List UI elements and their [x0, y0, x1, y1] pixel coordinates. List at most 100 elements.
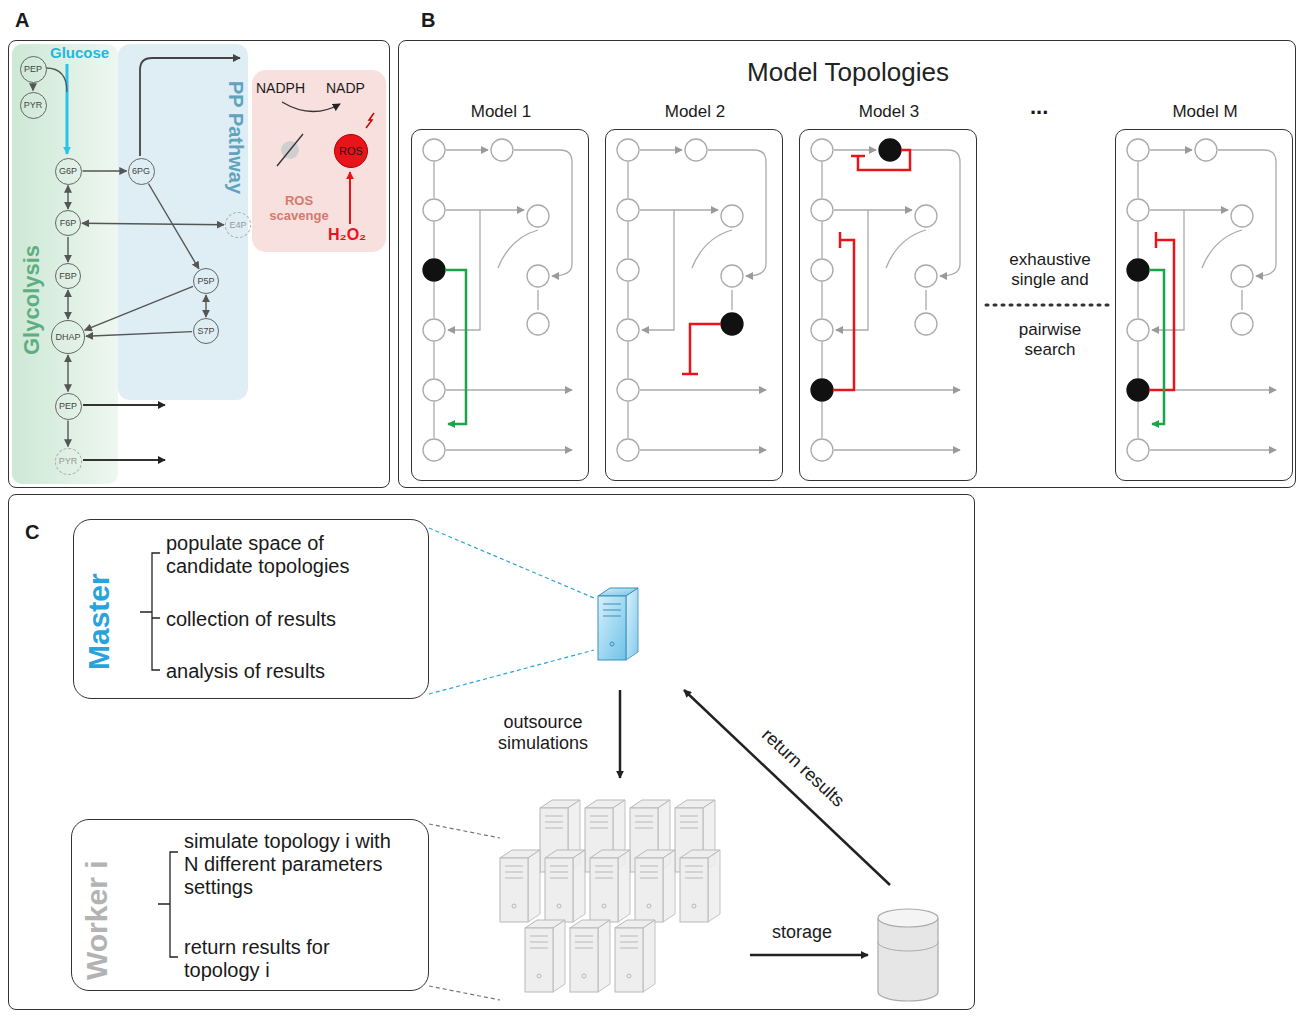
network-edge — [640, 209, 718, 210]
pathway-band: ROS scavengeROS — [253, 71, 387, 253]
server-slot — [505, 878, 523, 879]
storage-ring — [878, 942, 938, 951]
activation-edge — [1149, 270, 1164, 424]
server-light — [647, 904, 651, 908]
server-side — [573, 850, 585, 922]
network-edge — [446, 209, 524, 210]
network-edge — [1137, 162, 1138, 198]
server-light — [512, 904, 516, 908]
regulator-node — [423, 259, 445, 281]
role-box: Worker isimulate topology i with N diffe… — [71, 819, 429, 991]
network-node — [617, 379, 639, 401]
server-slot — [545, 822, 563, 823]
metabolite-name: P5P — [197, 276, 214, 286]
server-side — [708, 850, 720, 922]
metabolite-name: DHAP — [55, 332, 80, 342]
server-slot — [595, 872, 613, 873]
server-slot — [620, 936, 638, 937]
network-node — [617, 199, 639, 221]
server-front — [635, 858, 663, 922]
metabolite-name: F6P — [60, 218, 77, 228]
metabolite-circle: FBP — [55, 263, 81, 289]
network-node — [811, 319, 833, 341]
server-slot — [685, 878, 703, 879]
glucose-arrow — [66, 64, 69, 154]
metabolite-circle: PYR — [20, 92, 47, 119]
metabolite-circle: E4P — [225, 212, 251, 238]
model-title: Model 3 — [800, 102, 978, 122]
server-slot — [680, 822, 698, 823]
server-slot — [590, 822, 608, 823]
flow-arrow — [750, 954, 868, 957]
network-node — [423, 379, 445, 401]
server-front — [598, 596, 626, 660]
network-edge — [1137, 342, 1138, 378]
network-edge — [925, 290, 926, 310]
network-edge — [836, 210, 868, 330]
network-edge — [1150, 209, 1228, 210]
network-node — [617, 259, 639, 281]
network-edge — [1137, 282, 1138, 318]
pathway-name: Glycolysis — [19, 245, 45, 355]
server-side — [663, 850, 675, 922]
dotted-ellipsis — [986, 304, 1110, 307]
model-title: Model 1 — [412, 102, 590, 122]
server-front — [525, 928, 553, 992]
server-slot — [635, 828, 653, 829]
network-edge — [640, 149, 682, 150]
arrow-label: outsource simulations — [476, 712, 610, 754]
server-slot — [575, 942, 593, 943]
stress-label: H₂O₂ — [328, 226, 366, 244]
network-node — [617, 319, 639, 341]
server-slot — [680, 828, 698, 829]
server-front — [545, 858, 573, 922]
pts-curve — [46, 68, 67, 92]
server-slot — [640, 866, 658, 867]
server-slot — [595, 878, 613, 879]
network-edge — [537, 290, 538, 310]
server-slot — [603, 604, 621, 605]
network-node — [1231, 205, 1253, 227]
ellipsis: ... — [1030, 94, 1048, 120]
network-edge — [708, 150, 766, 276]
network-node — [1127, 439, 1149, 461]
server-slot — [575, 936, 593, 937]
server-front — [590, 858, 618, 922]
network-node — [527, 313, 549, 335]
network-edge — [498, 230, 538, 268]
metabolite-circle: 6PG — [128, 158, 155, 185]
server-slot — [635, 816, 653, 817]
network-edge — [1241, 290, 1242, 310]
list-bracket — [140, 553, 160, 670]
role-title: Master — [82, 573, 116, 670]
server-slot — [603, 610, 621, 611]
task-item: simulate topology i with N different par… — [184, 830, 394, 899]
regulator-node — [721, 313, 743, 335]
storage-body — [878, 918, 938, 1001]
network-edge — [1202, 230, 1242, 268]
panel-letter: C — [25, 521, 39, 544]
inhibition-bar — [851, 155, 865, 158]
network-edge — [627, 222, 628, 258]
metabolite-circle: S7P — [193, 318, 219, 344]
pathway-name: PP Pathway — [224, 81, 247, 194]
metabolite-circle: PEP — [55, 393, 82, 420]
network-edge — [1218, 150, 1276, 276]
metabolite-name: ROS — [339, 145, 363, 157]
server-slot — [575, 948, 593, 949]
server-slot — [530, 948, 548, 949]
server-front — [570, 928, 598, 992]
network-edge — [821, 162, 822, 198]
reaction-arrow — [83, 170, 127, 171]
reaction-arrow — [32, 84, 33, 91]
network-node — [1195, 139, 1217, 161]
band-background — [252, 70, 386, 252]
network-node — [915, 313, 937, 335]
reaction-arrow — [67, 355, 68, 392]
model-box: Model 1 — [411, 129, 589, 481]
server-slot — [635, 822, 653, 823]
network-edge — [627, 282, 628, 318]
server-light — [582, 974, 586, 978]
inhibition-edge — [833, 240, 854, 390]
